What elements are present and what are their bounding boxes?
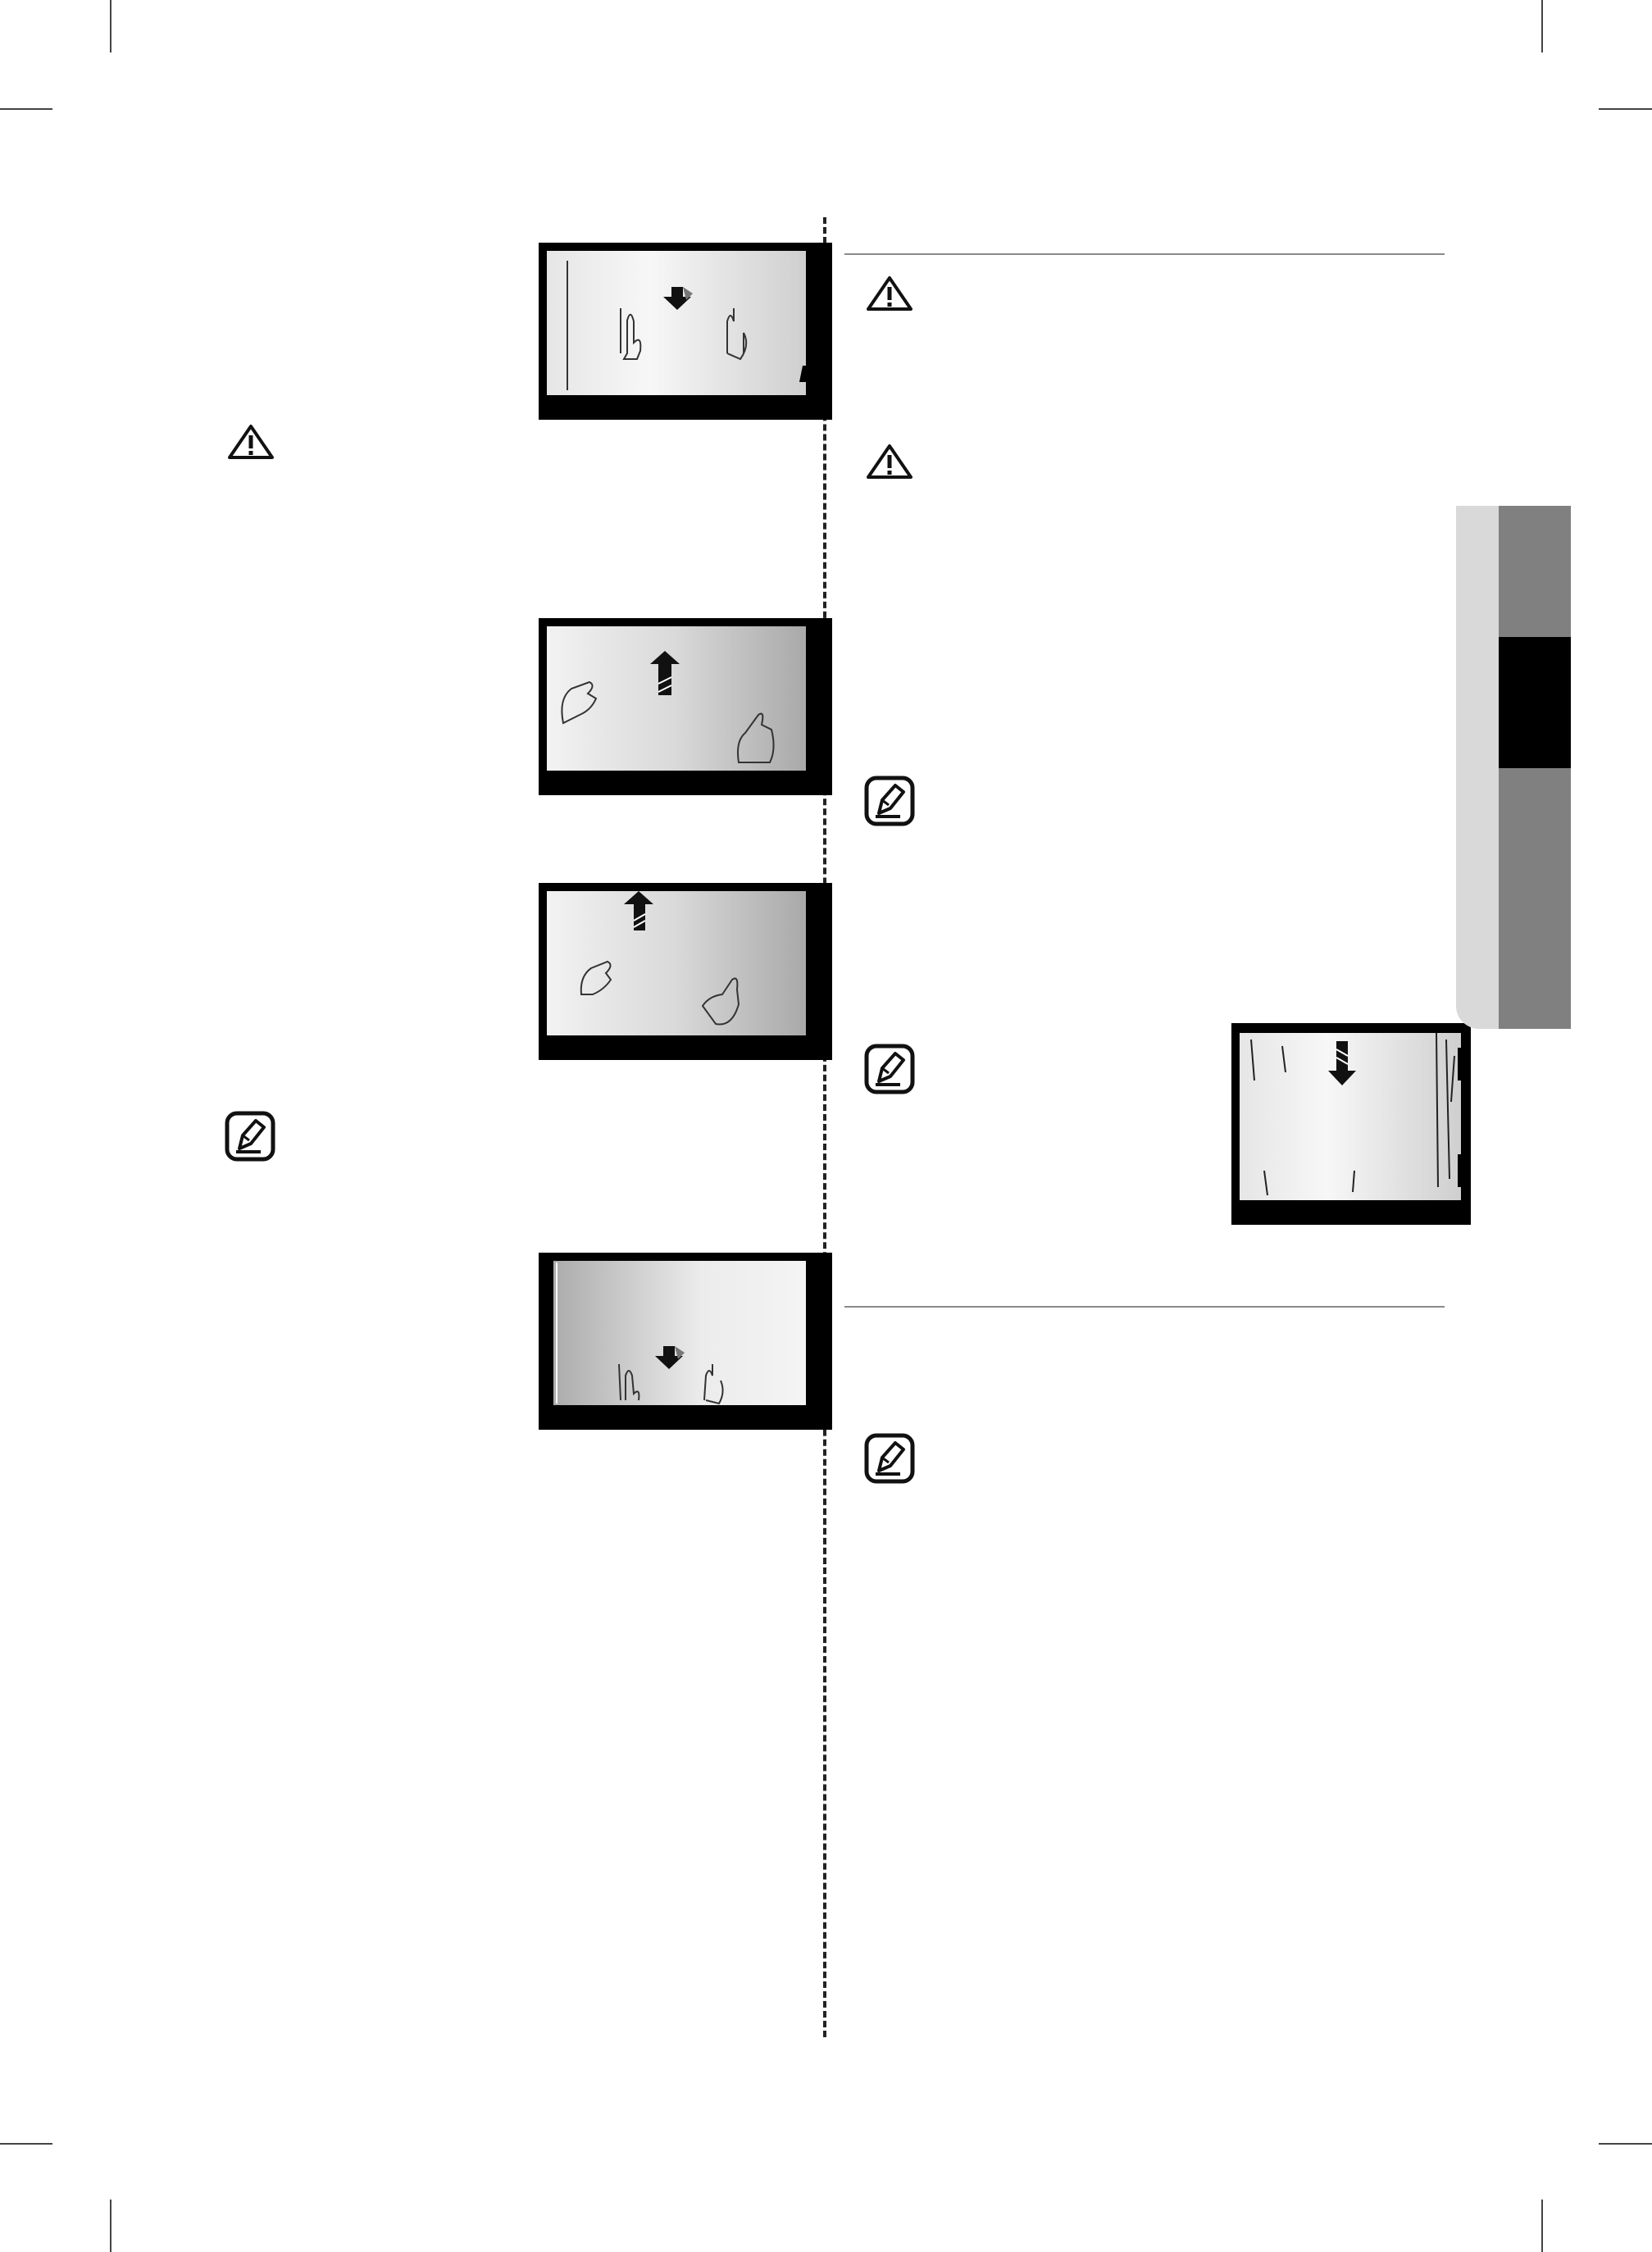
arrow-up-icon bbox=[650, 651, 680, 695]
crop-mark bbox=[110, 0, 111, 52]
note-pencil-icon bbox=[864, 776, 915, 826]
figure-door-lower bbox=[539, 243, 832, 420]
chapter-tab-1[interactable] bbox=[1499, 506, 1571, 637]
chapter-tab-background bbox=[1456, 506, 1499, 1029]
chapter-tab-3[interactable] bbox=[1499, 768, 1571, 1029]
section-rule bbox=[844, 1306, 1445, 1308]
arrow-down-icon bbox=[1328, 1041, 1356, 1085]
figure-drawer-remove bbox=[539, 883, 832, 1060]
warning-triangle-icon bbox=[867, 444, 912, 479]
crop-mark bbox=[110, 2200, 111, 2252]
arrow-up-icon bbox=[624, 891, 653, 930]
arrow-down-icon bbox=[655, 1346, 683, 1369]
figure-screen bbox=[547, 626, 806, 771]
chapter-tabs bbox=[1456, 506, 1571, 1029]
crop-mark bbox=[1599, 108, 1652, 110]
figure-drawing bbox=[580, 891, 740, 1026]
hand-icon bbox=[561, 680, 775, 763]
figure-shelf-remove bbox=[1231, 1023, 1471, 1225]
hand-icon bbox=[620, 308, 748, 361]
figure-door-replace bbox=[539, 1253, 832, 1430]
figure-drawing bbox=[561, 651, 775, 763]
figure-screen bbox=[1240, 1033, 1461, 1200]
crop-mark bbox=[1599, 2143, 1652, 2145]
crop-mark bbox=[0, 2143, 52, 2145]
hand-icon bbox=[580, 960, 740, 1026]
figure-screen bbox=[547, 251, 806, 395]
figure-drawing bbox=[547, 1261, 724, 1405]
warning-triangle-icon bbox=[867, 276, 912, 311]
note-pencil-icon bbox=[225, 1111, 275, 1162]
hand-icon bbox=[618, 1363, 724, 1405]
figure-drawer-lift bbox=[539, 618, 832, 795]
crop-mark bbox=[0, 108, 52, 110]
arrow-down-icon bbox=[663, 287, 691, 310]
note-pencil-icon bbox=[864, 1044, 915, 1094]
figure-drawing bbox=[567, 261, 809, 390]
figure-screen bbox=[547, 1261, 806, 1405]
figure-screen bbox=[547, 891, 806, 1035]
figure-drawing bbox=[1250, 1032, 1464, 1196]
crop-mark bbox=[1541, 0, 1543, 52]
section-rule bbox=[844, 253, 1445, 255]
note-pencil-icon bbox=[864, 1433, 915, 1484]
warning-triangle-icon bbox=[228, 425, 274, 459]
crop-mark bbox=[1541, 2200, 1543, 2252]
column-divider bbox=[823, 217, 826, 2037]
chapter-tab-2-active[interactable] bbox=[1499, 637, 1571, 768]
